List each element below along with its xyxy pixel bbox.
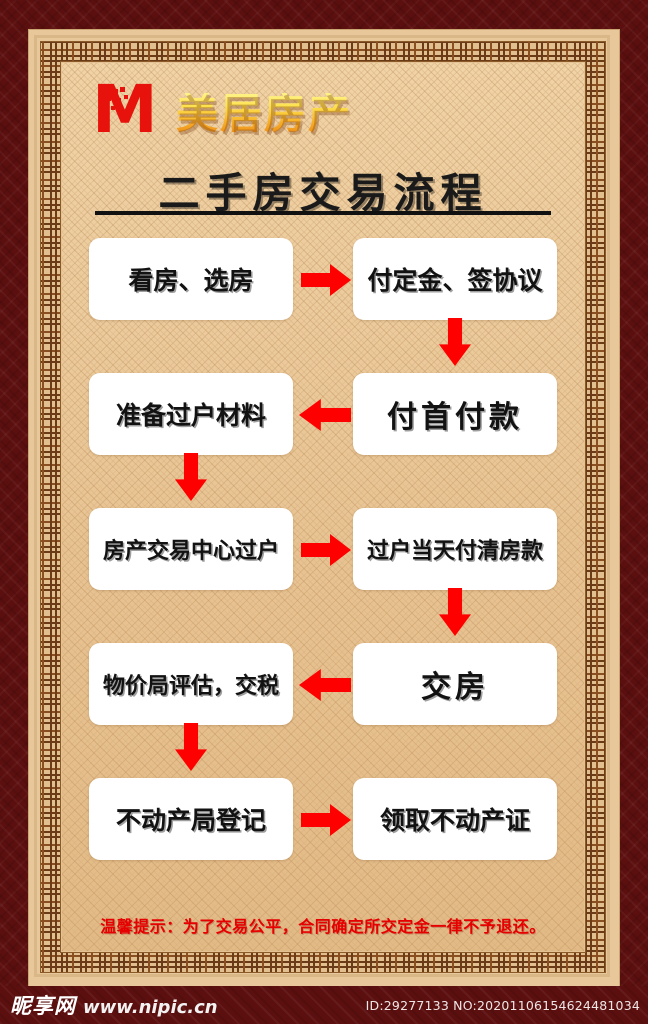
arrow-left-icon [299, 399, 351, 431]
site-brand-url: www.nipic.cn [83, 997, 218, 1018]
arrow-down-icon [175, 723, 207, 771]
logo-pixel-dots-icon [100, 87, 134, 113]
flow-step-label: 交房 [421, 670, 489, 705]
arrow-down-icon [175, 453, 207, 501]
flow-step-box[interactable]: 领取不动产证 [353, 778, 557, 860]
warning-note: 温馨提示：为了交易公平，合同确定所交定金一律不予退还。 [100, 917, 546, 936]
flow-step-box[interactable]: 看房、选房 [89, 238, 293, 320]
company-logo: M 美居房产 [92, 77, 353, 143]
flow-row: 看房、选房 付定金、签协议 [89, 235, 557, 370]
flow-step-box[interactable]: 付首付款 [353, 373, 557, 455]
flow-step-box[interactable]: 房产交易中心过户 [89, 508, 293, 590]
company-name: 美居房产 [176, 89, 353, 138]
flowchart: 看房、选房 付定金、签协议 准备过户材料 付首付款 [89, 235, 557, 910]
flow-step-box[interactable]: 物价局评估，交税 [89, 643, 293, 725]
page-title: 二手房交易流程 [158, 169, 488, 217]
flow-step-box[interactable]: 付定金、签协议 [353, 238, 557, 320]
flow-row: 房产交易中心过户 过户当天付清房款 [89, 505, 557, 640]
flow-step-label: 领取不动产证 [379, 806, 530, 835]
arrow-down-icon [439, 318, 471, 366]
flow-step-label: 过户当天付清房款 [366, 539, 543, 564]
arrow-right-icon [301, 804, 351, 836]
flow-step-box[interactable]: 准备过户材料 [89, 373, 293, 455]
flow-step-label: 准备过户材料 [115, 401, 266, 430]
flow-step-box[interactable]: 过户当天付清房款 [353, 508, 557, 590]
flow-step-label: 房产交易中心过户 [102, 539, 279, 564]
flow-step-label: 付首付款 [387, 400, 523, 435]
title-underline [95, 211, 551, 215]
arrow-right-icon [301, 534, 351, 566]
site-brand-name: 昵享网 [10, 994, 76, 1018]
flow-step-box[interactable]: 不动产局登记 [89, 778, 293, 860]
asset-id-meta: ID:29277133 NO:20201106154624481034 [365, 997, 640, 1013]
poster-outer-ring [34, 35, 610, 977]
flow-step-label: 不动产局登记 [115, 806, 266, 835]
flow-step-label: 付定金、签协议 [367, 266, 543, 295]
footer-watermark-bar: 昵享网 www.nipic.cn ID:29277133 NO:20201106… [0, 986, 648, 1024]
arrow-right-icon [301, 264, 351, 296]
arrow-left-icon [299, 669, 351, 701]
flow-step-label: 物价局评估，交税 [102, 674, 279, 699]
flow-row: 准备过户材料 付首付款 [89, 370, 557, 505]
logo-mark-icon: M [92, 77, 170, 143]
content-panel: M 美居房产 二手房交易流程 看房、选房 [62, 63, 584, 951]
flow-step-label: 看房、选房 [128, 266, 254, 295]
arrow-down-icon [439, 588, 471, 636]
flow-row: 物价局评估，交税 交房 [89, 640, 557, 775]
flow-row: 不动产局登记 领取不动产证 [89, 775, 557, 910]
site-brand[interactable]: 昵享网 www.nipic.cn [10, 990, 218, 1020]
flow-step-box[interactable]: 交房 [353, 643, 557, 725]
